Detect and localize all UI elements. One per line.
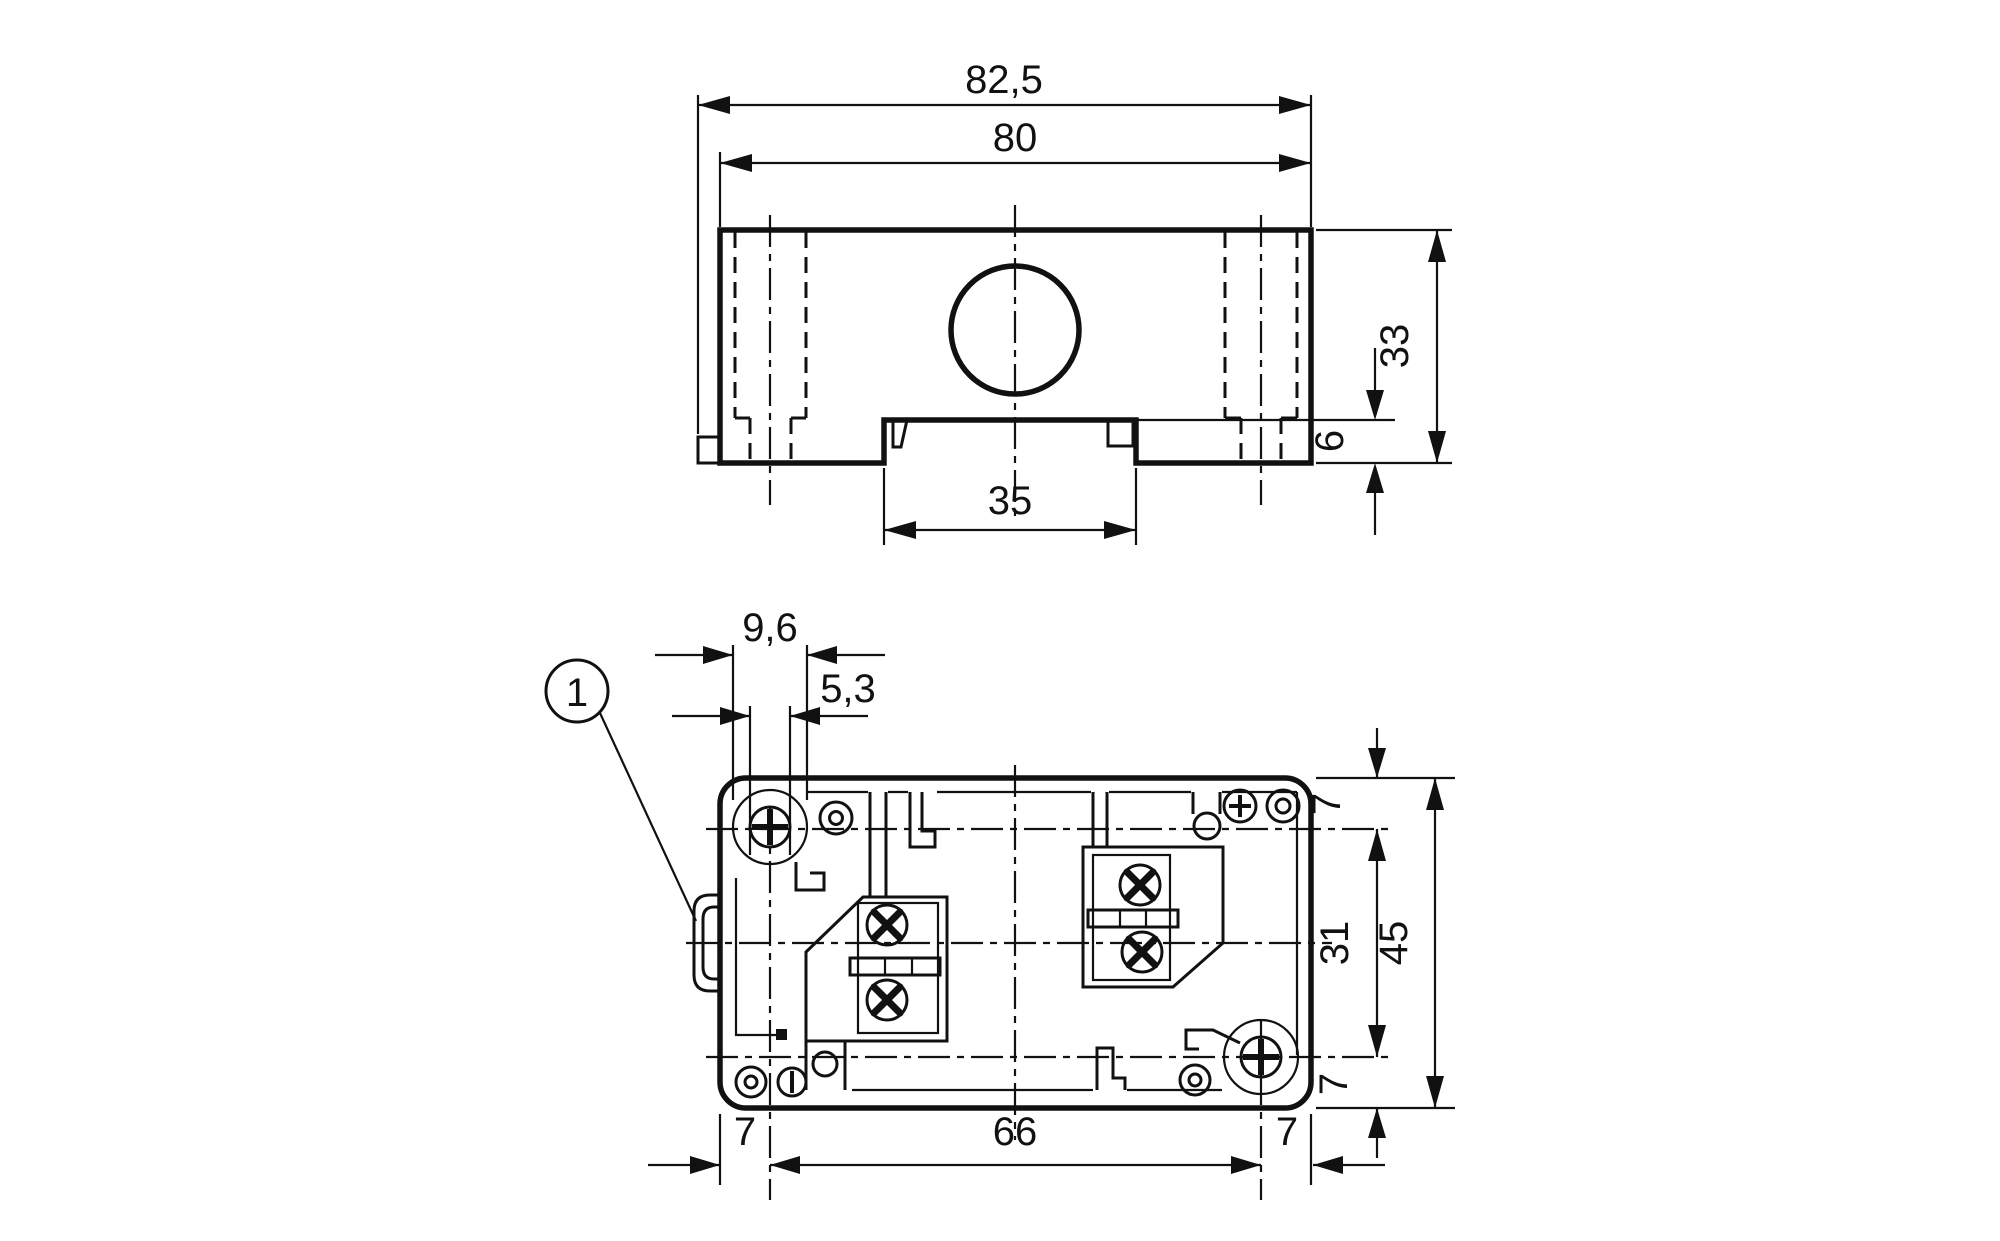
dim-label-7-right: 7 [1276,1110,1298,1154]
hidden-boss-right [1223,232,1299,463]
dim-overall-width: 82,5 [696,58,1313,434]
terminal-block-right [1081,845,1225,989]
l-hook-bottom [1095,1046,1127,1090]
dim-label-80: 80 [993,116,1038,160]
terminal-block-left [804,895,949,1043]
top-right-fittings [1222,788,1301,824]
top-view: 82,5 80 33 6 [696,58,1452,545]
boss-hook [794,862,826,892]
dim-label-7-bottom: 7 [1312,1073,1356,1095]
dim-rail-width: 35 [882,468,1138,545]
dim-label-45: 45 [1372,921,1416,966]
hidden-boss-left [733,232,808,463]
bottom-view: 9,6 5,3 1 45 31 7 [544,606,1455,1200]
callout-1: 1 [544,658,697,922]
left-flange-tab [696,435,720,465]
terminal-screw [1120,930,1164,974]
dim-label-9-6: 9,6 [742,606,798,650]
pilot-hole [818,800,854,836]
boss-hook [1184,1028,1241,1051]
dim-body-width: 80 [718,116,1311,227]
callout-label: 1 [566,671,588,715]
dim-bottom-chain: 7 66 7 [648,1110,1385,1185]
bottom-left-fittings [734,1065,808,1099]
dim-height: 33 [1316,228,1452,465]
terminal-screw [865,903,909,947]
keying-notch [776,1029,787,1040]
callout-balloon [544,658,610,724]
terminal-screw [1118,863,1162,907]
moulded-details [804,792,1222,1090]
dim-label-7-left: 7 [734,1110,756,1154]
terminal-screw [865,978,909,1022]
dim-right-stack: 45 31 7 7 [1305,728,1455,1158]
dim-rail-depth: 6 [1136,348,1395,535]
dim-screw-slot: 5,3 [672,667,876,855]
dim-label-31: 31 [1313,921,1357,966]
callout-leader [599,712,697,922]
wire-entry-bottom [811,1050,839,1078]
dim-label-6: 6 [1308,430,1352,452]
pilot-hole [1178,1063,1212,1097]
small-ring [1265,788,1301,824]
t-hook-top [908,792,937,849]
dim-label-35: 35 [988,479,1033,523]
dim-label-7-top: 7 [1305,793,1349,815]
rail-hook-left [891,419,909,449]
rail-hook-right [1106,420,1135,448]
dim-label-82-5: 82,5 [965,58,1043,102]
wire-entry-top [1192,811,1222,841]
small-ring [734,1065,768,1099]
small-screw [1222,788,1258,824]
dim-boss-diameter: 9,6 [655,606,885,800]
dim-label-5-3: 5,3 [820,667,876,711]
dim-label-66: 66 [993,1110,1038,1154]
dim-label-33: 33 [1373,324,1417,369]
